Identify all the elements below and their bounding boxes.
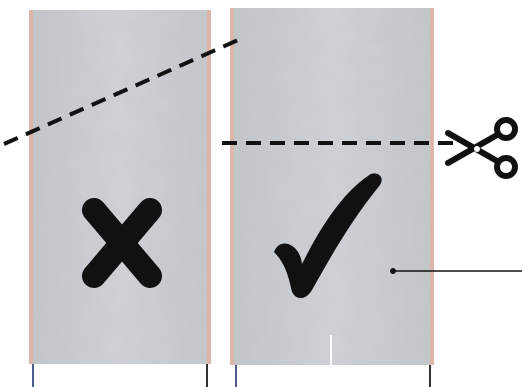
correct-strip	[230, 8, 434, 387]
right-strip-edge-left	[230, 8, 234, 365]
right-strip-edge-right	[430, 8, 434, 365]
left-strip-edge-left	[29, 10, 33, 364]
incorrect-strip	[29, 10, 211, 387]
left-strip-edge-right	[207, 10, 211, 364]
scissors-icon	[448, 120, 515, 176]
right-strip-body	[230, 8, 434, 365]
